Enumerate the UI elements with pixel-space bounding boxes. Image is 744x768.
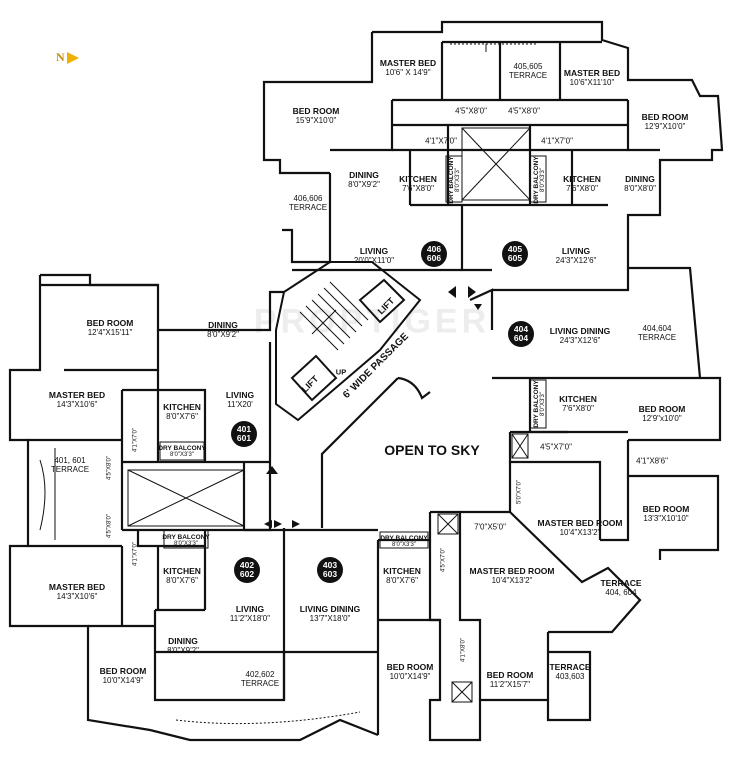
stair-up-label: UP: [335, 367, 347, 377]
dimension-label: 4'1"X8'0": [460, 638, 467, 662]
room-label: 4'1"X7'0": [541, 136, 573, 146]
north-arrow-icon: [66, 51, 79, 64]
north-letter: N: [56, 50, 65, 64]
watermark: PROPTIGER: [253, 302, 491, 341]
room-label: 4'1"X8'6": [636, 456, 668, 466]
open-to-sky-label: OPEN TO SKY: [384, 442, 480, 458]
room-label: 4'1"X7'0": [425, 136, 457, 146]
dimension-label: 5'0"X7'0": [516, 480, 523, 504]
room-label: 4'5"X8'0": [508, 106, 540, 116]
north-arrow: N: [56, 50, 79, 65]
dimension-label: 4'5"X8'0": [106, 514, 113, 538]
room-label: 4'5"X7'0": [540, 442, 572, 452]
room-label: 4'5"X8'0": [455, 106, 487, 116]
dimension-label: 4'1"X7'0": [132, 428, 139, 452]
dimension-label: 4'1"X7'0": [132, 542, 139, 566]
dimension-label: 4'5"X8'0": [106, 456, 113, 480]
room-label: 7'0"X5'0": [474, 522, 506, 532]
dimension-label: 4'5"X7'0": [440, 548, 447, 572]
